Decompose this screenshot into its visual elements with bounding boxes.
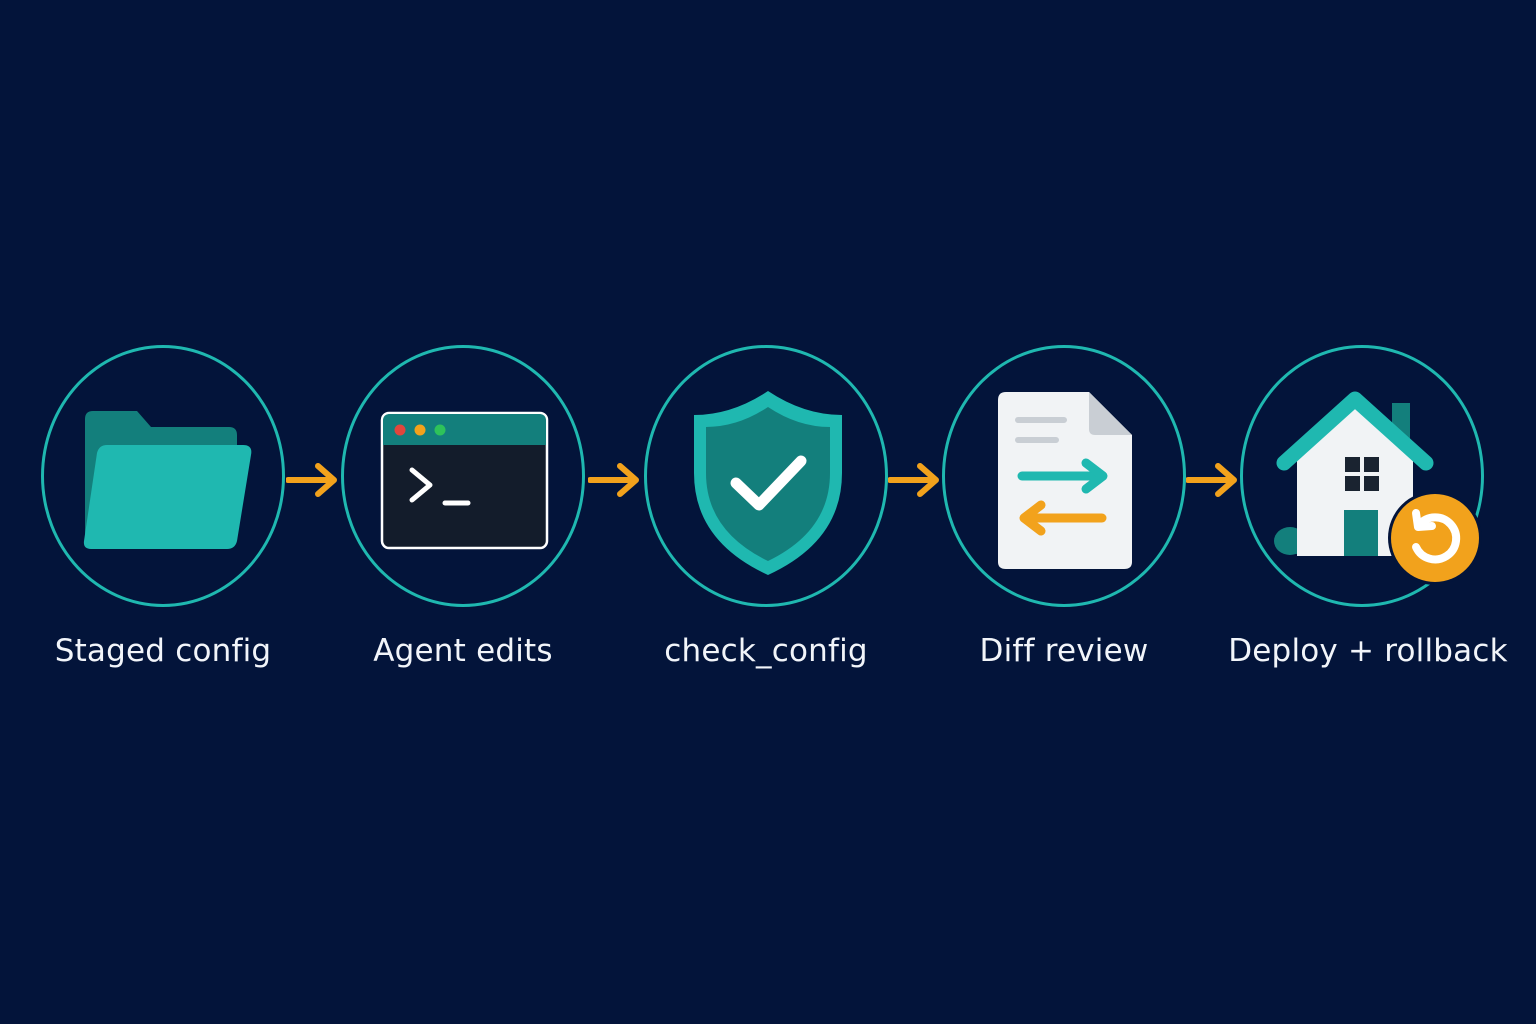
diff-document-icon bbox=[942, 345, 1186, 607]
step-label: Diff review bbox=[979, 633, 1149, 669]
terminal-icon bbox=[341, 345, 585, 607]
step-label: check_config bbox=[664, 633, 868, 669]
step-ring bbox=[1240, 345, 1484, 607]
step-ring bbox=[942, 345, 1186, 607]
connector-arrow-3 bbox=[887, 458, 944, 502]
step-ring bbox=[341, 345, 585, 607]
step-ring bbox=[644, 345, 888, 607]
step-label: Staged config bbox=[54, 633, 272, 669]
folder-icon bbox=[41, 345, 285, 607]
step-label: Deploy + rollback bbox=[1228, 633, 1508, 669]
house-rollback-icon bbox=[1240, 345, 1484, 607]
connector-arrow-1 bbox=[285, 458, 342, 502]
step-ring bbox=[41, 345, 285, 607]
connector-arrow-4 bbox=[1185, 458, 1242, 502]
step-label: Agent edits bbox=[373, 633, 553, 669]
connector-arrow-2 bbox=[587, 458, 644, 502]
shield-check-icon bbox=[644, 345, 888, 607]
